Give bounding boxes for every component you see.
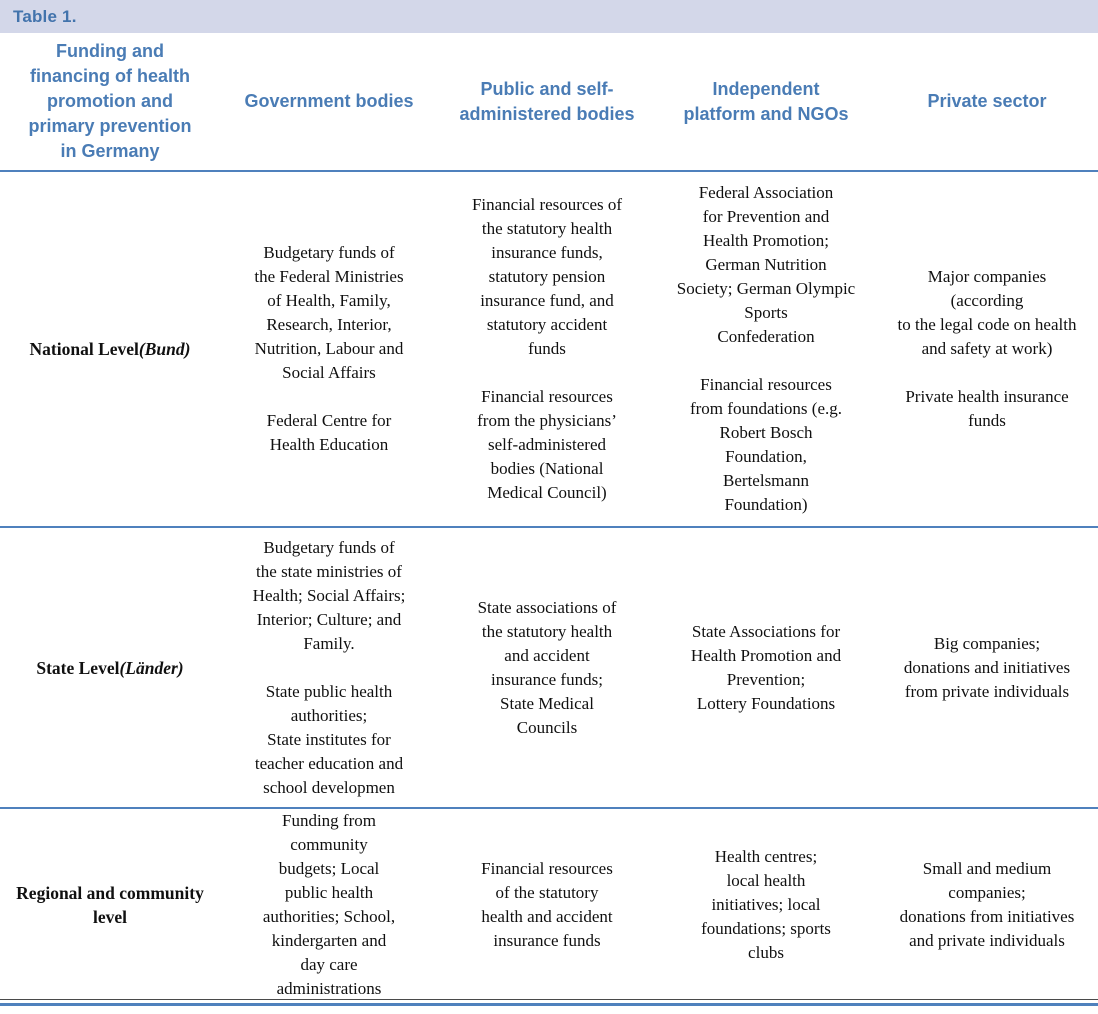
cell-regional-government-bodies: Funding from community budgets; Local pu…: [262, 811, 396, 998]
bottom-border-thin-line: [0, 999, 1098, 1000]
column-header-private-sector: Private sector: [927, 91, 1047, 111]
row-divider: [0, 807, 1098, 809]
cell-state-public-bodies: State associations of the statutory heal…: [477, 597, 617, 737]
column-header-public-self-administered: Public and self- administered bodies: [459, 78, 635, 124]
bottom-border-gap: [0, 1000, 1098, 1003]
table-bottom-border: [0, 999, 1098, 1006]
cell-national-public-bodies: Financial resources of the statutory hea…: [471, 195, 623, 502]
bottom-border-blue-line: [0, 1003, 1098, 1006]
cell-state-government-bodies: Budgetary funds of the state ministries …: [252, 537, 406, 797]
cell-regional-ngos: Health centres; local health initiatives…: [701, 847, 831, 962]
table-row-regional-level: Regional and community level Funding from…: [0, 809, 1098, 999]
cell-state-private-sector: Big companies; donations and initiatives…: [903, 633, 1071, 701]
row-label-text: State Level: [36, 657, 120, 678]
column-header-government-bodies: Government bodies: [244, 91, 414, 111]
header-divider: [0, 170, 1098, 172]
table-row-national-level: National Level (Bund)Budgetary funds of …: [0, 172, 1098, 526]
row-label-text: National Level: [29, 339, 139, 359]
cell-national-private-sector: Major companies (according to the legal …: [897, 267, 1077, 430]
row-label-regional-level: Regional and community level: [0, 809, 220, 1001]
cell-state-ngos: State Associations for Health Promotion …: [690, 621, 842, 713]
cell-regional-private-sector: Small and medium companies; donations fr…: [899, 859, 1075, 950]
row-divider: [0, 526, 1098, 528]
cell-national-government-bodies: Budgetary funds of the Federal Ministrie…: [254, 243, 404, 454]
row-label-national-level: National Level (Bund): [0, 172, 220, 526]
row-label-text: Regional and community level: [16, 883, 204, 927]
table-caption-bar: Table 1.: [0, 0, 1098, 33]
table-caption: Table 1.: [13, 6, 77, 26]
row-label-italic: (Länder): [119, 657, 184, 678]
column-header-independent-ngos: Independent platform and NGOs: [683, 78, 849, 124]
row-label-state-level: State Level (Länder): [0, 528, 220, 807]
cell-national-ngos: Federal Association for Prevention and H…: [676, 183, 856, 514]
cell-regional-public-bodies: Financial resources of the statutory hea…: [481, 859, 613, 950]
table-row-state-level: State Level (Länder)Budgetary funds of t…: [0, 528, 1098, 807]
table-header-row: Funding and financing of health promotio…: [0, 33, 1098, 170]
column-header-row-axis: Funding and financing of health promotio…: [28, 41, 192, 161]
row-label-italic: (Bund): [138, 339, 191, 359]
